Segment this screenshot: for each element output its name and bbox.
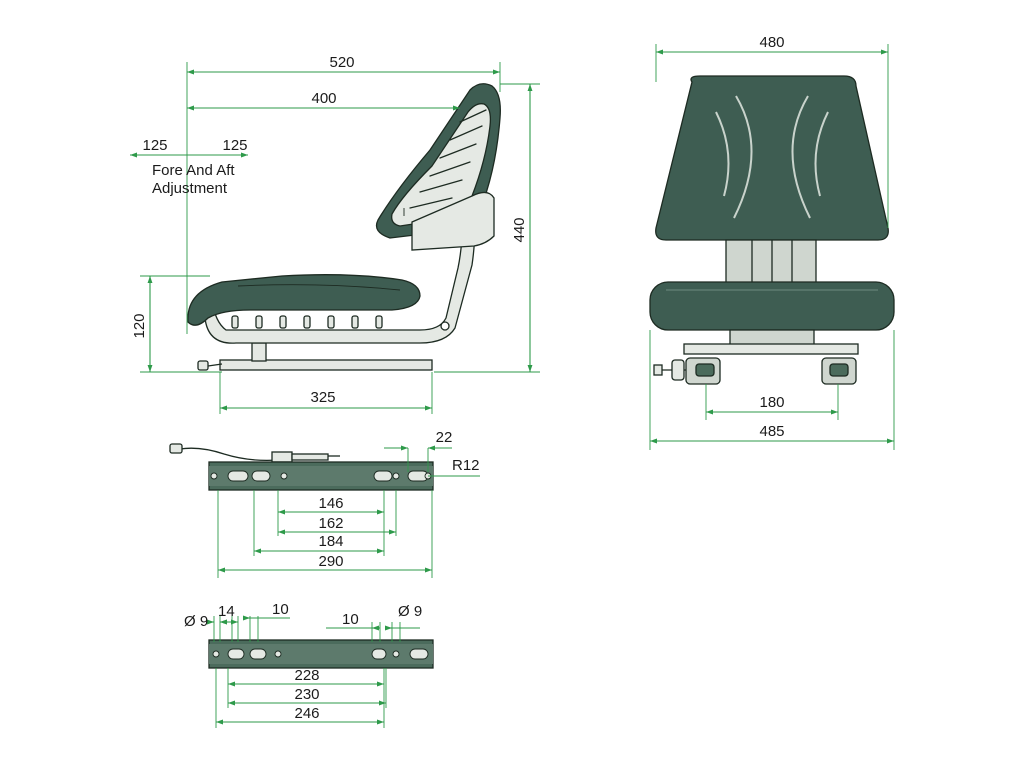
dim-mount-spacing: 180	[759, 394, 784, 411]
pivot-bolt	[440, 321, 450, 331]
seat-post	[251, 342, 267, 362]
front-backrest	[655, 75, 889, 241]
dim-base-depth: 325	[310, 389, 335, 406]
front-view: 480 180 485	[649, 34, 895, 450]
dim-hole-dia-left: Ø 9	[184, 613, 208, 630]
dim-hole-spacing-162: 162	[318, 515, 343, 532]
dim-rail-length: 290	[318, 553, 343, 570]
dim-overall-width: 485	[759, 423, 784, 440]
dim-seat-height: 120	[131, 313, 148, 338]
top-rail-holes	[210, 470, 432, 482]
dim-slot-width: 22	[436, 429, 453, 446]
dim-spacing-228: 228	[294, 667, 319, 684]
dim-overall-depth: 520	[329, 54, 354, 71]
backrest-curve-slots	[715, 95, 829, 219]
base-plate	[219, 359, 433, 371]
dim-spacing-230: 230	[294, 686, 319, 703]
dim-spacing-246: 246	[294, 705, 319, 722]
dim-slot-10-left: 10	[272, 601, 289, 618]
dim-hole-spacing-146: 146	[318, 495, 343, 512]
dim-backrest-width: 480	[759, 34, 784, 51]
side-view: 520 400 125 125 Fore And Aft Adjustment …	[130, 54, 540, 414]
frame-slots	[231, 315, 383, 329]
backrest-slots	[403, 109, 487, 216]
dim-hole-spacing-184: 184	[318, 533, 343, 550]
front-rail-bar	[683, 343, 859, 355]
dim-seat-depth: 400	[311, 90, 336, 107]
dim-hole-dia-right: Ø 9	[398, 603, 422, 620]
dim-radius: R12	[452, 457, 480, 474]
front-mount-right	[821, 357, 857, 385]
front-support-column	[725, 239, 817, 285]
rail-lever	[169, 443, 340, 463]
front-mount-left	[653, 357, 721, 385]
dim-slot-10-right: 10	[342, 611, 359, 628]
adjust-lever	[197, 360, 223, 371]
adjust-note-line1: Fore And Aft	[152, 162, 235, 179]
dim-offset-14: 14	[218, 603, 235, 620]
bottom-rail-holes	[212, 648, 429, 660]
slide-rail-top-view: 22 R12 146 162 184 290	[169, 429, 480, 578]
adjust-note-line2: Adjustment	[152, 180, 228, 197]
dim-fore-adjust-left: 125	[142, 137, 167, 154]
dim-overall-height: 440	[511, 217, 528, 242]
front-seat-cushion	[649, 281, 895, 331]
slide-rail-bottom-view: Ø 9 14 10 10 Ø 9 228 230 246	[184, 601, 434, 728]
dim-fore-adjust-right: 125	[222, 137, 247, 154]
back-support-plate	[411, 191, 495, 251]
